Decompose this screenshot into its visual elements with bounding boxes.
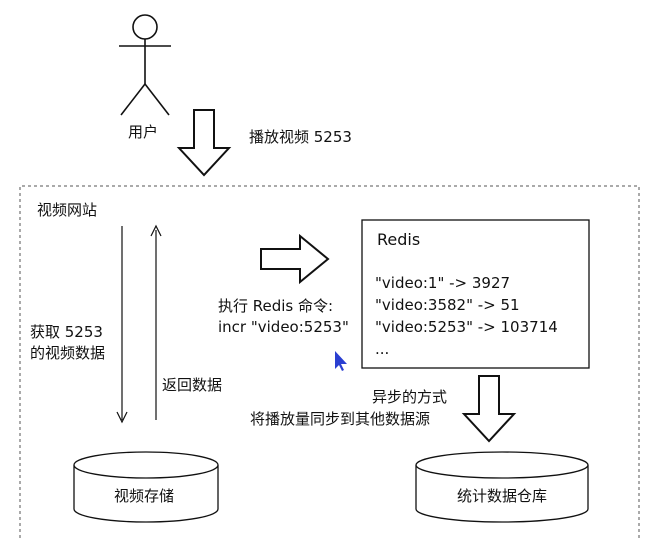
request-label: 播放视频 5253 (249, 128, 352, 146)
redis-right-arrow (260, 233, 330, 285)
redis-entry: ... (375, 340, 390, 358)
redis-entry: "video:3582" -> 51 (375, 296, 520, 314)
warehouse-cylinder (415, 451, 589, 523)
redis-box (361, 219, 590, 369)
video-storage-cylinder (73, 451, 219, 523)
fetch-arrow (116, 226, 128, 424)
user-figure-icon (119, 14, 171, 116)
redis-entry: "video:5253" -> 103714 (375, 318, 558, 336)
request-down-arrow (176, 109, 232, 177)
website-label: 视频网站 (37, 201, 98, 219)
fetch-label-line2: 的视频数据 (30, 344, 106, 362)
user-label: 用户 (128, 123, 159, 141)
mouse-cursor-icon (335, 351, 347, 371)
redis-cmd-line1: 执行 Redis 命令: (218, 297, 334, 315)
async-label-line1: 异步的方式 (372, 388, 448, 406)
redis-cmd-line2: incr "video:5253" (218, 318, 349, 336)
return-arrow (150, 224, 162, 420)
sync-down-arrow (461, 375, 517, 443)
async-label-line2: 将播放量同步到其他数据源 (250, 410, 431, 428)
website-boundary (19, 185, 640, 538)
fetch-label-line1: 获取 5253 (30, 323, 103, 341)
redis-entry: "video:1" -> 3927 (375, 274, 511, 292)
redis-title: Redis (377, 230, 421, 249)
return-label: 返回数据 (162, 376, 223, 394)
video-storage-label: 视频存储 (114, 487, 175, 505)
warehouse-label: 统计数据仓库 (457, 487, 548, 505)
